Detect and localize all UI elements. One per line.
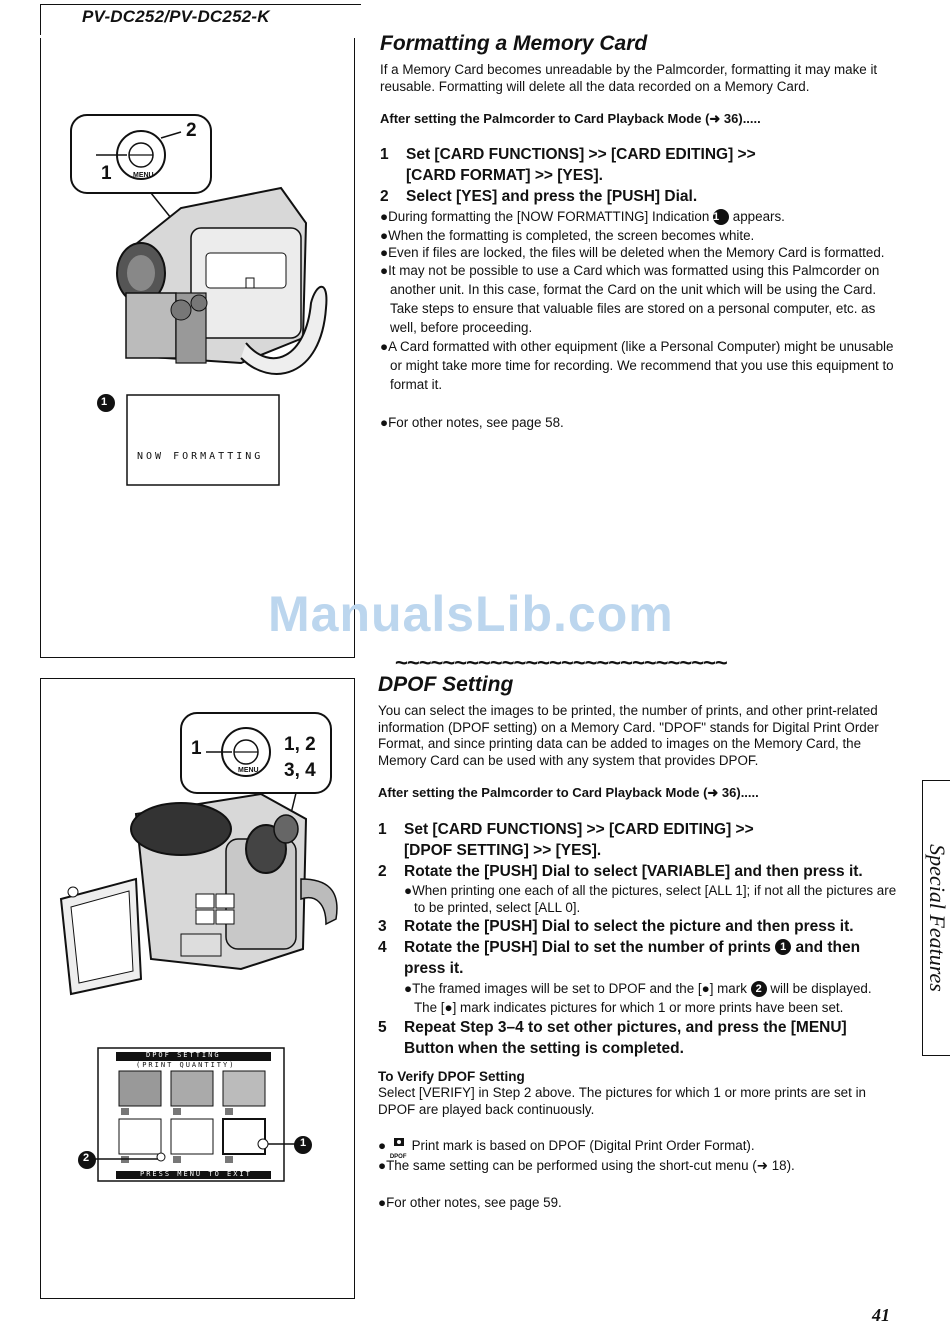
dpof-screen-footer: PRESS MENU TO EXIT xyxy=(140,1170,252,1178)
marker-1: 1 xyxy=(300,1137,307,1149)
watermark: ManualsLib.com xyxy=(268,586,674,642)
format-note-3: ●Even if files are locked, the files wil… xyxy=(380,244,885,260)
format-step-1-cont: [CARD FORMAT] >> [YES]. xyxy=(406,166,603,184)
verify-text: Select [VERIFY] in Step 2 above. The pic… xyxy=(378,1085,866,1117)
dpof-step-1-cont: [DPOF SETTING] >> [YES]. xyxy=(404,841,602,859)
print-count-circle-icon: 1 xyxy=(775,939,792,956)
marker-2: 2 xyxy=(83,1152,90,1164)
dpof-bullet-shortcut: ●The same setting can be performed using… xyxy=(378,1158,795,1174)
indicator-marker: 1 xyxy=(101,396,108,408)
dpof-other-notes: ●For other notes, see page 59. xyxy=(378,1195,562,1211)
camcorder-dpof-illustration xyxy=(59,712,338,1182)
format-note-4: ●It may not be possible to use a Card wh… xyxy=(380,262,880,335)
dpof-bullet-print-mark: ● DPOF Print mark is based on DPOF (Digi… xyxy=(378,1136,755,1161)
dpof-step-4-note: ●The framed images will be set to DPOF a… xyxy=(404,980,872,1015)
callout-label-2: 2 xyxy=(186,120,197,141)
dpof-step-2-note: ●When printing one each of all the pictu… xyxy=(404,882,897,915)
mark-circle-icon: 2 xyxy=(750,980,767,997)
dpof-prereq: After setting the Palmcorder to Card Pla… xyxy=(378,785,759,800)
callout-label-1: 1 xyxy=(191,738,202,759)
format-title: Formatting a Memory Card xyxy=(380,32,648,55)
now-formatting-screen-text: NOW FORMATTING xyxy=(137,451,264,462)
callout-label-1: 1 xyxy=(101,163,112,184)
format-note-1: ●During formatting the [NOW FORMATTING] … xyxy=(380,208,785,225)
page-number: 41 xyxy=(872,1305,890,1325)
format-intro: If a Memory Card becomes unreadable by t… xyxy=(380,62,878,94)
menu-dial-label: MENU xyxy=(238,767,259,774)
callout-label-steps-b: 3, 4 xyxy=(284,760,316,781)
model-header-box xyxy=(40,4,361,35)
camcorder-format-illustration xyxy=(70,114,328,486)
format-prereq: After setting the Palmcorder to Card Pla… xyxy=(380,111,761,126)
format-other-notes: ●For other notes, see page 58. xyxy=(380,414,564,430)
dpof-title: DPOF Setting xyxy=(378,673,514,696)
callout-label-steps-a: 1, 2 xyxy=(284,734,316,755)
dpof-section: DPOF Setting You can select the images t… xyxy=(378,673,898,1212)
dpof-print-mark-icon: DPOF xyxy=(390,1136,408,1160)
dpof-screen-subtitle: (PRINT QUANTITY) xyxy=(136,1061,236,1069)
illustration-panel-top xyxy=(40,38,355,658)
side-tab-label: Special Features xyxy=(925,844,950,992)
side-section-tab: Special Features xyxy=(922,780,950,1056)
format-note-2: ●When the formatting is completed, the s… xyxy=(380,227,755,243)
indicator-circle-icon: 1 xyxy=(713,208,730,225)
dpof-intro: You can select the images to be printed,… xyxy=(378,703,879,768)
menu-dial-label: MENU xyxy=(133,172,154,179)
dpof-screen-title: DPOF SETTING xyxy=(146,1051,221,1059)
illustration-panel-bottom xyxy=(40,678,355,1299)
section-divider: ~~~~~~~~~~~~~~~~~~~~~~~~~~~~ xyxy=(395,650,728,675)
verify-title: To Verify DPOF Setting xyxy=(378,1068,525,1084)
format-section: Formatting a Memory Card If a Memory Car… xyxy=(380,32,900,432)
format-note-5: ●A Card formatted with other equipment (… xyxy=(380,338,894,392)
model-header: PV-DC252/PV-DC252-K xyxy=(82,7,270,26)
